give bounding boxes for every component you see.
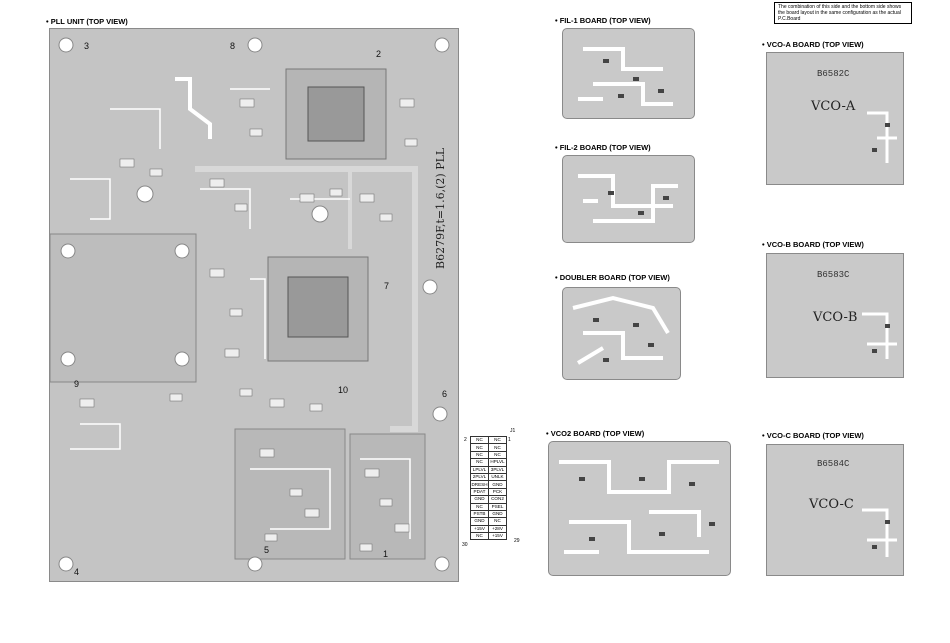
vco2-title: • VCO2 BOARD (TOP VIEW) [546,429,645,438]
j1-even-pin-cell: +15V [470,524,489,534]
j1-odd-pin-cell: GND [488,509,507,519]
vcob-label: VCO-B [813,310,858,325]
vcob-pcb-number: B6583C [817,270,850,280]
vco2-traces [559,460,719,554]
pll-marker-3: 3 [84,41,90,51]
j1-odd-pin-cell: HPLVL [488,458,507,467]
j1-pin-29: 29 [514,538,520,544]
vcob-title: • VCO-B BOARD (TOP VIEW) [762,240,864,249]
vcoc-traces [862,508,897,557]
layout-note: The combination of this side and the bot… [774,2,912,24]
fil2-traces [578,174,678,223]
j1-even-pin-cell: NC [470,458,489,467]
j1-row: +15V+28V [470,524,507,534]
j1-odd-pin-cell: CON2 [488,495,507,504]
pll-pcb-vertical-label: B6279F,t=1.6,(2) PLL [434,147,447,269]
j1-even-pin-cell: GND [470,495,489,504]
vcob-traces [862,312,897,359]
pll-marker-4: 4 [74,567,80,577]
j1-odd-pin-cell: +28V [488,524,507,534]
j1-odd-pin-cell: NC [488,517,507,526]
j1-even-pin-cell: NC [470,443,489,452]
doubler-title: • DOUBLER BOARD (TOP VIEW) [555,273,670,282]
vcoc-pcb-number: B6584C [817,459,850,469]
j1-pin-1: 1 [508,437,511,443]
j1-even-pin-cell: NC [470,532,489,541]
pll-marker-10: 10 [338,385,349,395]
j1-odd-pin-cell: PSEL [488,502,507,511]
j1-even-pin-cell: 2PLVL [470,472,489,482]
j1-odd-pin-cell: PCK [488,487,507,497]
vcoc-title: • VCO-C BOARD (TOP VIEW) [762,431,864,440]
vcoa-label: VCO-A [811,99,856,114]
pll-unit-board: B6279F,t=1.6,(2) PLL 3 8 2 7 9 10 6 5 1 … [49,28,459,582]
j1-odd-pin-cell: 3PLVL [488,465,507,474]
pll-marker-5: 5 [264,545,270,555]
pll-marker-2: 2 [376,49,382,59]
vcoc-board: B6584C VCO-C [766,444,904,576]
pll-marker-9: 9 [74,379,80,389]
j1-row: NC+15V [470,532,507,541]
vcoa-traces [867,111,897,163]
j1-odd-pin-cell: UNLK [488,472,507,482]
j1-odd-pin-cell: NC [488,435,507,445]
j1-even-pin-cell: NC [470,450,489,460]
pll-marker-7: 7 [384,281,390,291]
fil1-title: • FIL-1 BOARD (TOP VIEW) [555,16,651,25]
j1-pin-2: 2 [464,437,467,443]
vcoa-board: B6582C VCO-A [766,52,904,185]
fil1-board [562,28,695,119]
j1-even-pin-cell: DRESH [470,480,489,489]
j1-odd-pin-cell: GND [488,480,507,489]
j1-even-pin-cell: GND [470,517,489,526]
pll-unit-title: • PLL UNIT (TOP VIEW) [46,17,128,26]
j1-label: J1 [510,428,516,434]
fil1-traces [578,47,673,106]
j1-even-pin-cell: NC [470,502,489,511]
j1-odd-pin-cell: NC [488,443,507,452]
j1-even-pin-cell: NC [470,435,489,445]
vcoa-pcb-number: B6582C [817,69,850,79]
vcoc-label: VCO-C [809,497,854,512]
j1-odd-pin-cell: NC [488,450,507,460]
doubler-board [562,287,681,380]
j1-pin-30: 30 [462,542,468,548]
vcoa-title: • VCO-A BOARD (TOP VIEW) [762,40,864,49]
pll-marker-6: 6 [442,389,448,399]
pll-marker-1: 1 [383,549,389,559]
fil2-board [562,155,695,243]
doubler-traces [572,295,670,365]
vcob-board: B6583C VCO-B [766,253,904,378]
pll-marker-8: 8 [230,41,236,51]
j1-even-pin-cell: PDAT [470,487,489,497]
pll-board-traces [50,37,450,572]
j1-even-pin-cell: LPLVL [470,465,489,474]
j1-even-pin-cell: PSTB [470,509,489,519]
vco2-board [548,441,731,576]
fil2-title: • FIL-2 BOARD (TOP VIEW) [555,143,651,152]
j1-odd-pin-cell: +15V [488,532,507,541]
